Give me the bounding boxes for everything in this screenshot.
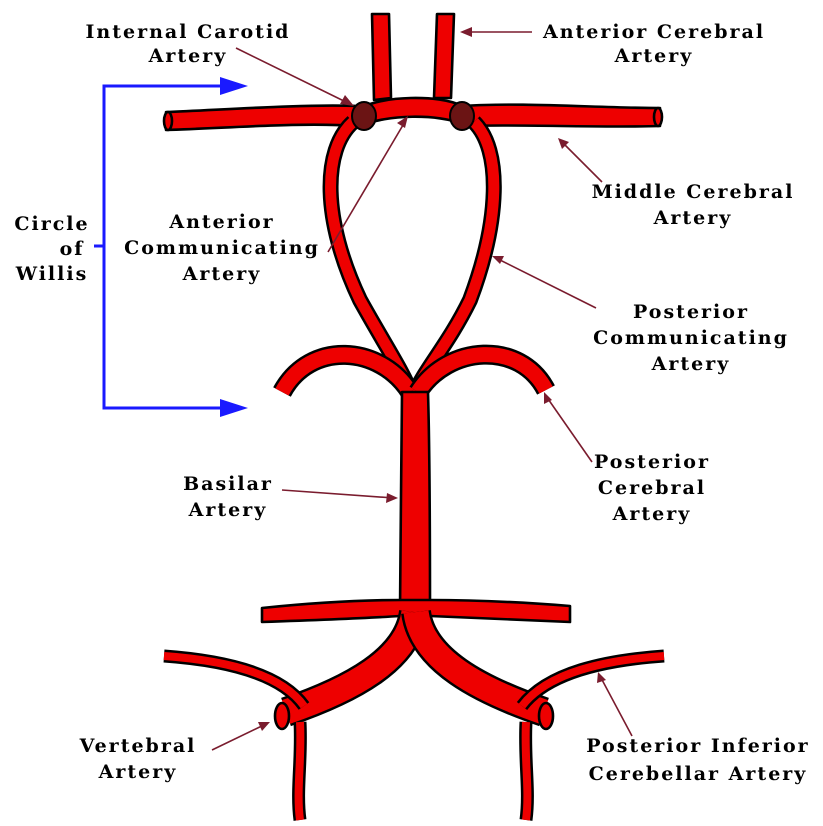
label-middle-cerebral-line1: Middle Cerebral xyxy=(592,181,795,203)
label-posterior-communicating-line3: Artery xyxy=(651,353,731,375)
pointer-posterior-communicating xyxy=(496,258,596,308)
label-pica-line1: Posterior Inferior xyxy=(586,735,809,757)
label-posterior-communicating-line1: Posterior xyxy=(633,301,749,323)
pointer-pica xyxy=(600,676,632,736)
label-anterior-communicating-line1: Anterior xyxy=(168,211,274,233)
arteries xyxy=(164,14,664,820)
label-posterior-communicating-line2: Communicating xyxy=(593,327,789,349)
label-basilar-line2: Artery xyxy=(188,499,268,521)
label-vertebral-line2: Artery xyxy=(98,761,178,783)
label-internal-carotid-line1: Internal Carotid xyxy=(86,21,291,43)
pointer-middle-cerebral xyxy=(562,142,602,182)
anterior-communicating-segment xyxy=(362,98,462,126)
label-circle-of-willis-line1: Circle xyxy=(14,213,89,235)
right-internal-carotid-stump xyxy=(450,102,474,130)
right-vertebral-tail-fill xyxy=(526,722,528,820)
label-posterior-cerebral-line1: Posterior xyxy=(594,451,710,473)
left-middle-cerebral-artery xyxy=(166,106,358,130)
pointer-posterior-cerebral xyxy=(546,396,592,462)
arrowhead-posterior-communicating xyxy=(492,256,504,264)
arrowhead-anterior-cerebral xyxy=(460,27,472,37)
arrowhead-internal-carotid xyxy=(340,95,354,106)
label-vertebral-line1: Vertebral xyxy=(79,735,197,757)
label-internal-carotid-line2: Artery xyxy=(148,45,228,67)
right-middle-cerebral-cut-end xyxy=(654,108,662,126)
label-circle-of-willis-line2: of xyxy=(60,238,85,260)
label-middle-cerebral-line2: Artery xyxy=(653,207,733,229)
label-anterior-communicating-line2: Communicating xyxy=(124,237,320,259)
arrowhead-pica xyxy=(597,672,606,683)
left-middle-cerebral-cut-end xyxy=(164,112,172,130)
label-posterior-cerebral-line3: Artery xyxy=(612,503,692,525)
label-anterior-cerebral-line1: Anterior Cerebral xyxy=(542,21,765,43)
left-internal-carotid-stump xyxy=(352,102,376,130)
pointer-internal-carotid xyxy=(236,48,350,104)
label-pica-line2: Cerebellar Artery xyxy=(589,763,808,785)
pointer-basilar xyxy=(282,490,394,498)
left-vertebral-tail-fill xyxy=(299,722,301,820)
right-anterior-cerebral-artery xyxy=(434,14,454,98)
bracket-arrowhead-top xyxy=(220,77,248,95)
label-circle-of-willis-line3: Willis xyxy=(15,263,89,285)
label-posterior-cerebral-line2: Cerebral xyxy=(598,477,706,499)
bracket-arrowhead-bottom xyxy=(220,399,248,417)
right-middle-cerebral-artery xyxy=(464,105,660,127)
label-anterior-cerebral-line2: Artery xyxy=(614,45,694,67)
pointer-vertebral xyxy=(212,724,266,750)
basilar-artery xyxy=(400,392,430,610)
left-anterior-cerebral-artery xyxy=(372,14,391,100)
right-vertebral-cut-end xyxy=(539,703,553,729)
label-basilar-line1: Basilar xyxy=(183,473,273,495)
label-anterior-communicating-line3: Artery xyxy=(182,263,262,285)
arrowhead-basilar xyxy=(386,493,398,503)
left-vertebral-cut-end xyxy=(275,703,289,729)
